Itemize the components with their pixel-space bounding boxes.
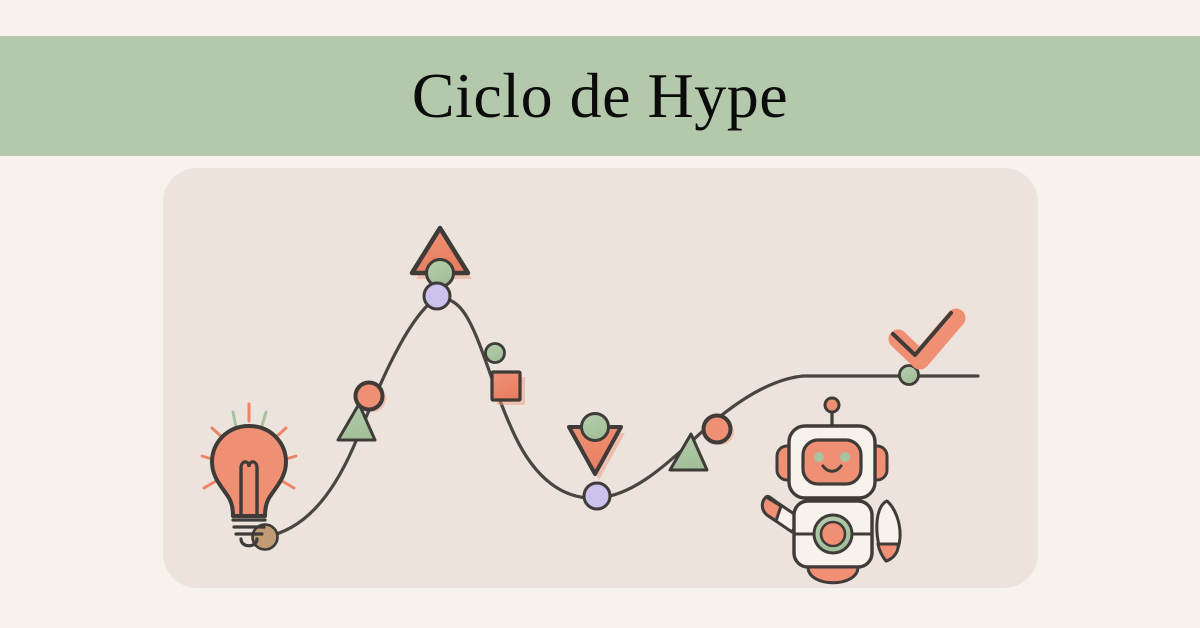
page-title: Ciclo de Hype [411,60,789,131]
marker-slope-circle [701,413,734,445]
hype-cycle-card [163,168,1038,588]
marker-rise-circle [353,380,386,412]
marker-plateau-point [898,364,920,386]
lightbulb-icon [200,402,298,548]
hype-cycle-illustration [200,225,980,585]
robot-icon [760,396,902,585]
marker-rise-triangle [336,402,377,442]
marker-decline-dot [484,342,506,364]
marker-decline-square [490,370,525,405]
marker-peak-point [422,281,452,311]
marker-trough-green-dot [580,412,610,442]
marker-slope-triangle [668,432,709,472]
hype-curve-line [263,297,980,539]
title-banner: Ciclo de Hype [0,36,1200,156]
marker-trough-point [582,481,612,511]
marker-innovation-trigger [251,523,279,551]
checkmark-icon [888,308,966,370]
